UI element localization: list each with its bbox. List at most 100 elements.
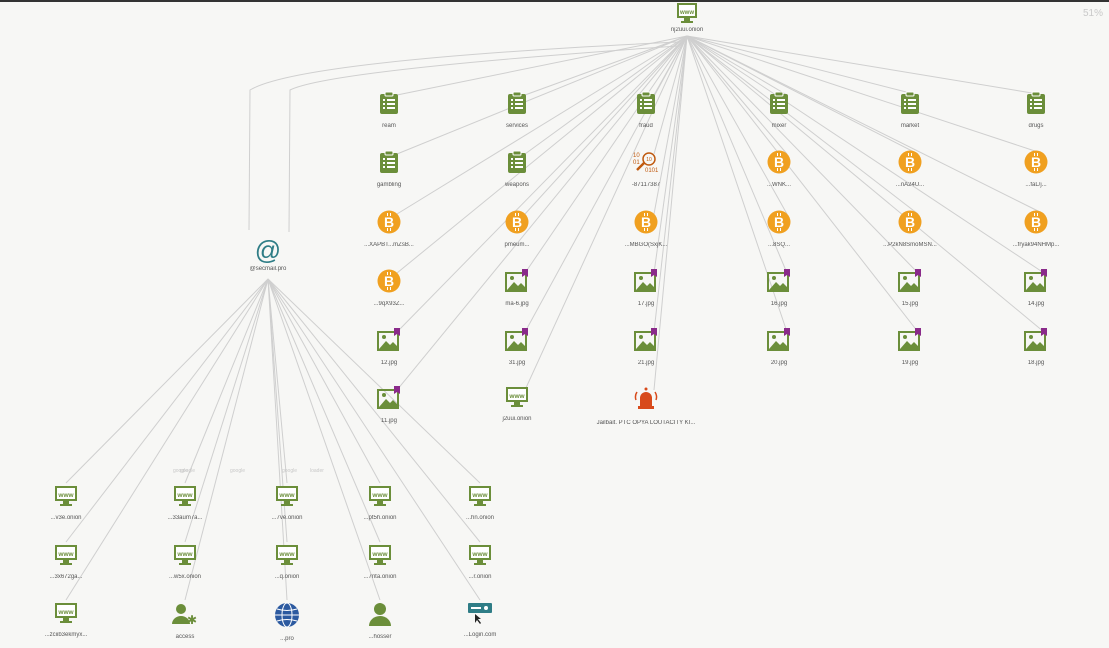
node-label: ...hosser [368, 634, 392, 640]
edge [248, 41, 679, 231]
image-icon [586, 328, 706, 357]
edge [686, 35, 1045, 215]
node-clipboard[interactable]: weapons [457, 150, 577, 188]
bitcoin-icon: B [850, 210, 970, 239]
svg-text:B: B [1031, 154, 1041, 170]
svg-text:B: B [641, 214, 651, 230]
node-image[interactable]: 20.jpg [719, 328, 839, 366]
node-user[interactable]: ...hosser [320, 602, 440, 640]
node-alert[interactable]: Jailbait. PTC OPYA LOUTACITY KI... [586, 386, 706, 426]
node-clipboard[interactable]: drugs [976, 91, 1096, 129]
node-clipboard[interactable]: gambling [329, 150, 449, 188]
node-clipboard[interactable]: services [457, 91, 577, 129]
edge [686, 35, 919, 215]
edge [524, 35, 688, 274]
edge [524, 35, 688, 333]
node-label: 20.jpg [770, 360, 788, 366]
node-www[interactable]: www...hn.onion [420, 485, 540, 521]
node-image[interactable]: 16.jpg [719, 269, 839, 307]
node-image[interactable]: ma-6.jpg [457, 269, 577, 307]
node-image[interactable]: 12.jpg [329, 328, 449, 366]
node-www[interactable]: www...w5x.onion [125, 544, 245, 580]
node-image[interactable]: 31.jpg [457, 328, 577, 366]
node-www[interactable]: www...pt5h.onion [320, 485, 440, 521]
node-clipboard[interactable]: mixer [719, 91, 839, 129]
node-image[interactable]: 11.jpg [329, 386, 449, 424]
node-www[interactable]: www...zciib3ekmyx... [6, 602, 126, 638]
node-www[interactable]: www...q.onion [227, 544, 347, 580]
image-icon [976, 328, 1096, 357]
www-icon: www [420, 544, 540, 571]
node-image[interactable]: 19.jpg [850, 328, 970, 366]
node-root-site[interactable]: www nj2uui.onion [627, 2, 747, 33]
bitcoin-icon: B [850, 150, 970, 179]
node-globe[interactable]: ...pro [227, 602, 347, 642]
node-bitcoin[interactable]: B...fryak94NHMp... [976, 210, 1096, 248]
node-label: 16.jpg [770, 301, 788, 307]
node-www[interactable]: www...v3e.onion [6, 485, 126, 521]
node-login-card[interactable]: ...Login.com [420, 602, 540, 638]
image-icon [586, 269, 706, 298]
svg-text:www: www [57, 492, 74, 499]
edge-label: google [180, 468, 196, 474]
node-bitcoin[interactable]: B...XAPBT...mZsB... [329, 210, 449, 248]
node-bitcoin[interactable]: B...MBGO(SxjK... [586, 210, 706, 248]
www-icon: www [320, 544, 440, 571]
edge [524, 35, 688, 155]
clipboard-icon [329, 91, 449, 120]
node-image[interactable]: 15.jpg [850, 269, 970, 307]
bitcoin-icon: B [329, 269, 449, 298]
node-www[interactable]: www...r.onion [420, 544, 540, 580]
edge [184, 278, 269, 484]
node-label: 11.jpg [381, 418, 397, 424]
node-bitcoin[interactable]: B ...9qX93Z... [329, 269, 449, 307]
edge [686, 35, 788, 215]
edge [686, 35, 919, 274]
node-image[interactable]: 21.jpg [586, 328, 706, 366]
node-label: 21.jpg [637, 360, 655, 366]
node-clipboard[interactable]: fraud [586, 91, 706, 129]
node-image[interactable]: 17.jpg [586, 269, 706, 307]
node-label: nj2uui.onion [670, 27, 704, 33]
node-www[interactable]: www...7rita.onion [320, 544, 440, 580]
node-clipboard[interactable]: market [850, 91, 970, 129]
node-bitcoin[interactable]: B...faL/j... [976, 150, 1096, 188]
image-icon [850, 269, 970, 298]
node-label: services [505, 123, 528, 129]
node-www[interactable]: www...33aum7a... [125, 485, 245, 521]
edge [396, 35, 688, 96]
node-label: ...fryak94NHMp... [1012, 242, 1060, 248]
edge [686, 35, 1045, 96]
node-bitcoin[interactable]: B...nA24U... [850, 150, 970, 188]
node-image[interactable]: 14.jpg [976, 269, 1096, 307]
node-bitcoin[interactable]: B...P2kN8SmoMSN... [850, 210, 970, 248]
node-clipboard[interactable]: ream [329, 91, 449, 129]
node-label: fraud [639, 123, 653, 129]
www-icon: www [227, 485, 347, 512]
node-user-gear[interactable]: ✱access [125, 602, 245, 640]
edge [524, 35, 688, 215]
svg-text:www: www [508, 393, 525, 400]
node-www[interactable]: www...3x672ga... [6, 544, 126, 580]
svg-text:B: B [774, 214, 784, 230]
node-bitcoin[interactable]: B...WNK... [719, 150, 839, 188]
node-www[interactable]: www...7ve.onion [227, 485, 347, 521]
clipboard-icon [850, 91, 970, 120]
clipboard-icon [457, 150, 577, 179]
node-label: ...9qX93Z... [373, 301, 405, 307]
node-email[interactable]: @ @secmail.pro [208, 237, 328, 272]
edge [288, 45, 679, 233]
image-icon [457, 328, 577, 357]
node-bitcoin[interactable]: B...8SQ... [719, 210, 839, 248]
node-label: ...hn.onion [465, 515, 495, 521]
edge [653, 35, 688, 215]
clipboard-icon [586, 91, 706, 120]
node-image[interactable]: 18.jpg [976, 328, 1096, 366]
svg-text:✱: ✱ [187, 613, 197, 626]
